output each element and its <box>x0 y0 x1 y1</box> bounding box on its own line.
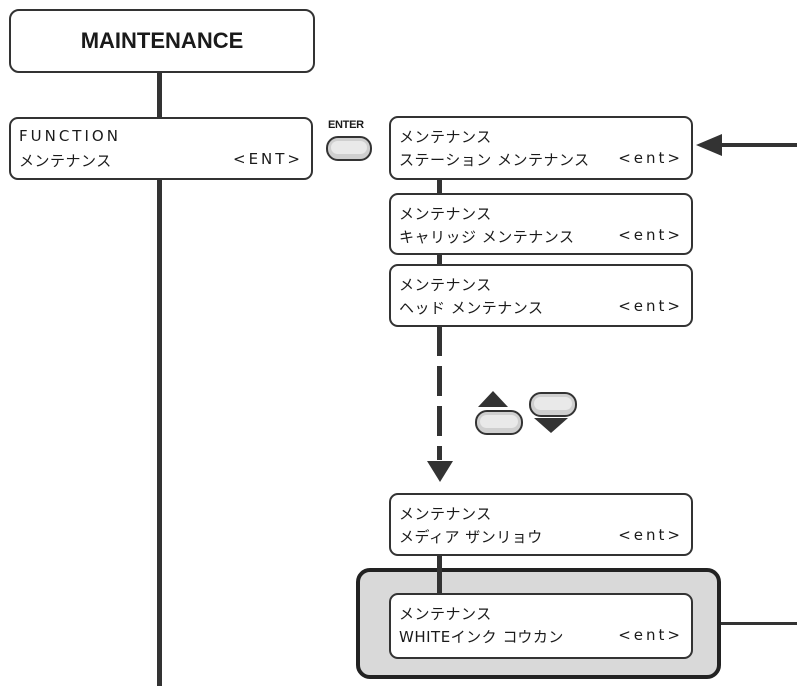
menu-line2-left: ステーション メンテナンス <box>399 151 590 169</box>
down-arrow-key[interactable] <box>529 392 577 417</box>
menu-line1: メンテナンス <box>399 276 492 294</box>
menu-line2-left: キャリッジ メンテナンス <box>399 228 575 246</box>
menu-line1: メンテナンス <box>399 205 492 223</box>
menu-connector-2 <box>437 254 442 264</box>
menu-line2-right: <ent> <box>618 226 683 244</box>
enter-key-label: ENTER <box>328 119 364 131</box>
main-flow-line <box>157 73 162 117</box>
up-arrow-key[interactable] <box>475 410 523 435</box>
exit-line <box>721 622 797 625</box>
return-arrow-line <box>720 143 797 147</box>
main-flow-line-lower <box>157 180 162 686</box>
page-title: MAINTENANCE <box>80 28 244 53</box>
menu-line2-right: <ent> <box>618 297 683 315</box>
menu-connector-dashed-3 <box>437 406 442 436</box>
menu-box-white-ink: メンテナンス WHITEインク コウカン <ent> <box>389 593 693 659</box>
menu-connector-1 <box>437 180 442 194</box>
menu-line1: メンテナンス <box>399 605 492 623</box>
menu-line1: メンテナンス <box>399 505 492 523</box>
menu-box-carriage: メンテナンス キャリッジ メンテナンス <ent> <box>389 193 693 255</box>
menu-connector-dashed-1 <box>437 327 442 356</box>
left-arrow-head-icon <box>696 134 722 156</box>
menu-box-station: メンテナンス ステーション メンテナンス <ent> <box>389 116 693 180</box>
function-line2-right: <ENT> <box>233 150 303 168</box>
menu-line2-right: <ent> <box>618 626 683 644</box>
menu-line2-left: WHITEインク コウカン <box>399 628 564 646</box>
menu-line2-left: ヘッド メンテナンス <box>399 299 544 317</box>
function-line1: FUNCTION <box>19 127 121 145</box>
up-triangle-icon <box>478 391 508 407</box>
menu-connector-dashed-4 <box>437 446 442 460</box>
function-line2-left: メンテナンス <box>19 152 112 170</box>
menu-box-media: メンテナンス メディア ザンリョウ <ent> <box>389 493 693 556</box>
menu-connector-5 <box>437 555 442 593</box>
menu-connector-dashed-2 <box>437 366 442 396</box>
menu-line2-right: <ent> <box>618 149 683 167</box>
maintenance-title-box: MAINTENANCE <box>9 9 315 73</box>
down-arrow-head-icon <box>427 461 453 482</box>
enter-key[interactable] <box>326 136 372 161</box>
menu-box-head: メンテナンス ヘッド メンテナンス <ent> <box>389 264 693 327</box>
menu-line2-left: メディア ザンリョウ <box>399 528 543 546</box>
down-triangle-icon <box>534 418 568 433</box>
function-display: FUNCTION メンテナンス <ENT> <box>9 117 313 180</box>
menu-line1: メンテナンス <box>399 128 492 146</box>
menu-line2-right: <ent> <box>618 526 683 544</box>
